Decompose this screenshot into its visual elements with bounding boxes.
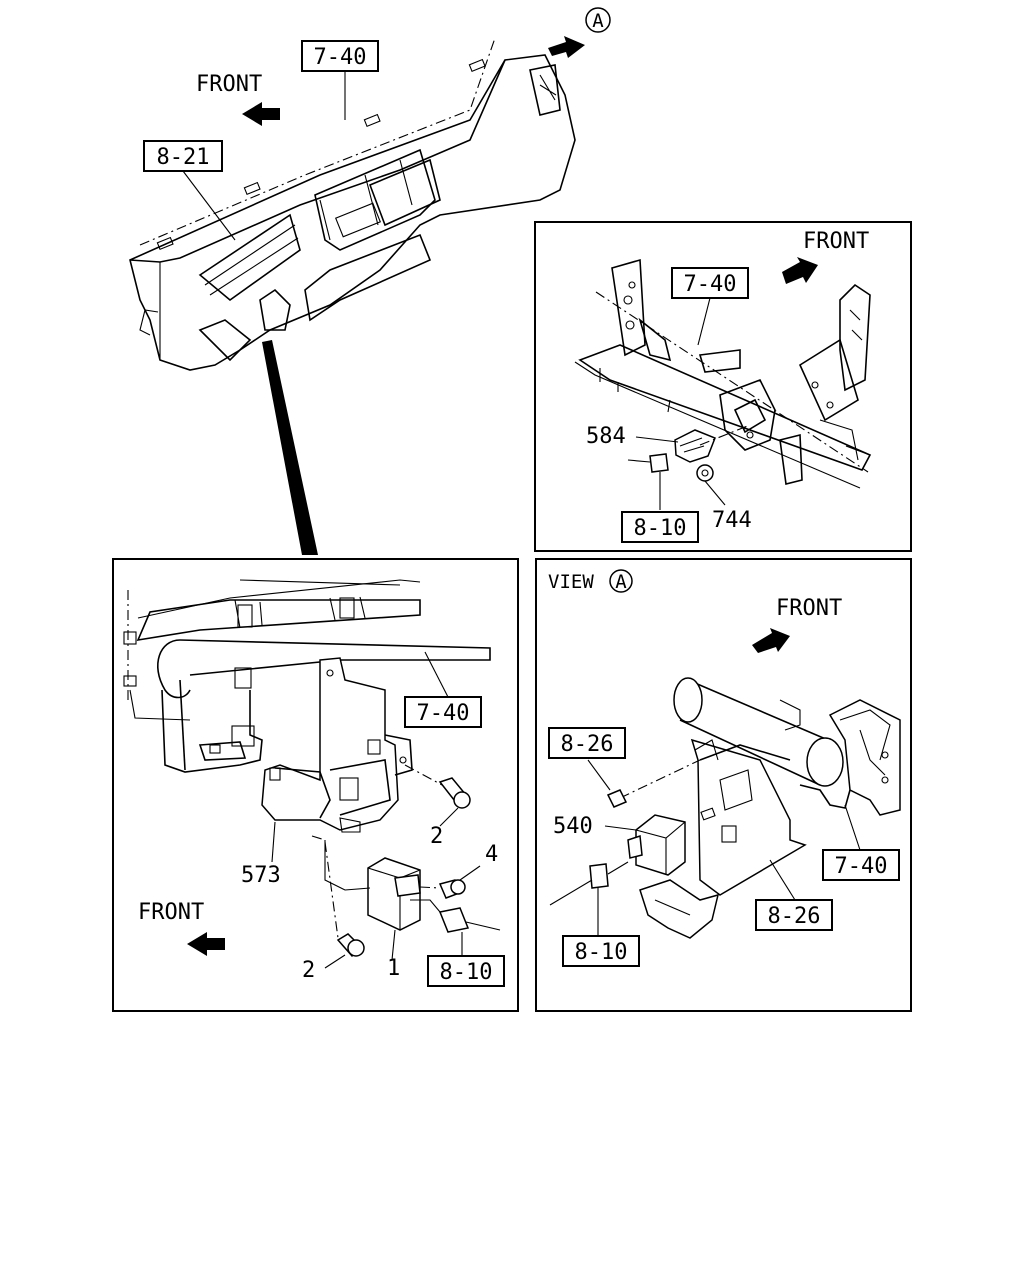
view-label: VIEW — [548, 571, 594, 593]
front-arrow-left — [187, 932, 225, 956]
front-arrow-right — [782, 257, 818, 284]
label-540: 540 — [553, 814, 593, 839]
label-573: 573 — [241, 863, 281, 888]
label-744: 744 — [712, 508, 752, 533]
label-2-upper: 2 — [430, 824, 443, 849]
front-label-right: FRONT — [803, 229, 869, 254]
front-label-left: FRONT — [138, 900, 204, 925]
label-4: 4 — [485, 842, 498, 867]
ref-8-26-upper: 8-26 — [561, 732, 614, 757]
panel-view-a: VIEW A FRONT 540 — [535, 558, 912, 1012]
ref-7-40-view: 7-40 — [835, 854, 888, 879]
ref-8-21-top: 8-21 — [157, 145, 210, 170]
front-label-top: FRONT — [196, 72, 262, 97]
front-arrow-top — [242, 102, 280, 126]
ref-8-10-right: 8-10 — [634, 516, 687, 541]
part-744-nut — [696, 464, 714, 482]
front-label-view: FRONT — [776, 596, 842, 621]
dashboard-overview — [129, 37, 576, 555]
panel-left-lower: 2 1 4 8-10 2 573 7-40 FRONT — [112, 558, 519, 1012]
view-marker-circle — [585, 7, 611, 33]
ref-7-40-top: 7-40 — [314, 45, 367, 70]
module-part-540 — [635, 814, 686, 876]
nut-8-26 — [606, 789, 628, 808]
ref-8-10-view: 8-10 — [575, 940, 628, 965]
panel-right-upper: FRONT 7-40 584 — [534, 221, 912, 552]
part-584-shape — [674, 429, 716, 463]
top-callouts: A FRONT 7-40 8-21 — [143, 7, 611, 241]
ref-8-10-left: 8-10 — [440, 960, 493, 985]
front-arrow-view — [752, 628, 790, 653]
view-marker-a: A — [615, 571, 627, 593]
ref-7-40-left: 7-40 — [417, 701, 470, 726]
view-marker-a-top: A — [592, 10, 604, 32]
ref-8-26-lower: 8-26 — [768, 904, 821, 929]
mounting-plate-8-26 — [690, 738, 807, 896]
label-1: 1 — [387, 956, 400, 981]
label-2-lower: 2 — [302, 958, 315, 983]
view-direction-arrow — [548, 36, 585, 58]
ref-7-40-right: 7-40 — [684, 272, 737, 297]
label-584: 584 — [586, 424, 626, 449]
